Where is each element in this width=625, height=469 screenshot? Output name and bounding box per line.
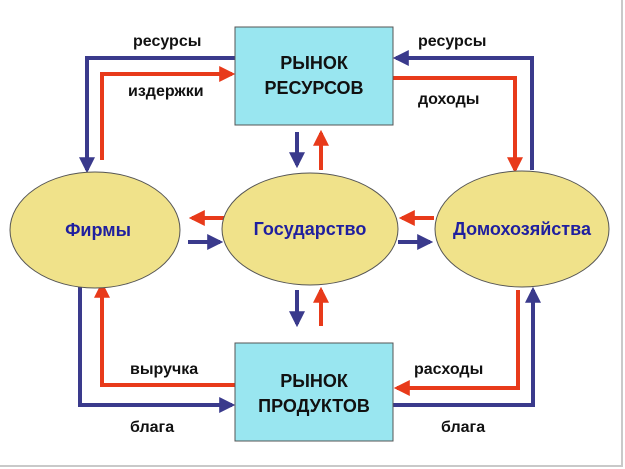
product-market-line1: РЫНОК	[280, 371, 349, 391]
product-market-box	[234, 342, 394, 442]
arrow-goods-to-households	[393, 286, 541, 407]
firms-ellipse	[9, 171, 181, 289]
resource-market-line1: РЫНОК	[280, 53, 349, 73]
arrow-income-to-households	[393, 76, 523, 174]
label-goods-left: блага	[130, 419, 174, 436]
product-market-line2: ПРОДУКТОВ	[258, 396, 370, 416]
label-expenses: расходы	[414, 361, 483, 378]
government-label: Государство	[254, 219, 367, 239]
arrow-goods-from-firms	[78, 285, 236, 413]
arrow-resources-to-firms	[79, 56, 235, 174]
label-revenue: выручка	[130, 361, 198, 378]
arrow-revenue-to-firms	[94, 281, 235, 387]
arrow-resources-from-households	[392, 50, 534, 170]
arrow-costs-to-resource-market	[100, 66, 236, 160]
label-goods-right: блага	[441, 419, 485, 436]
arrow-expenses-to-product-market	[393, 290, 520, 396]
label-resources-right: ресурсы	[418, 33, 486, 50]
firms-label: Фирмы	[65, 220, 131, 240]
government-ellipse	[221, 172, 399, 286]
households-ellipse	[434, 170, 610, 288]
households-label: Домохозяйства	[453, 219, 592, 239]
label-income: доходы	[418, 91, 479, 108]
resource-market-box	[234, 26, 394, 126]
resource-market-line2: РЕСУРСОВ	[264, 78, 363, 98]
label-resources-left: ресурсы	[133, 33, 201, 50]
label-costs: издержки	[128, 83, 204, 100]
